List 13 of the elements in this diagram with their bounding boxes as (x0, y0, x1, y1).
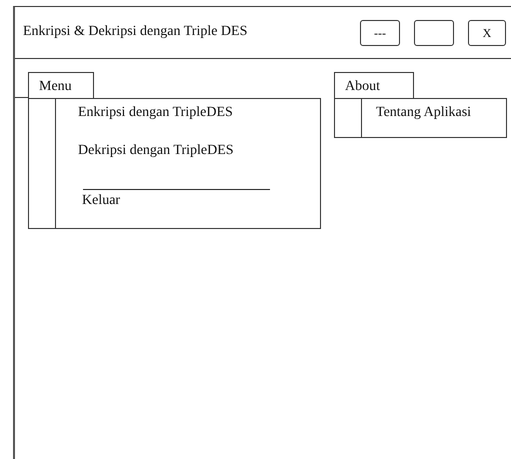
maximize-button (414, 20, 454, 46)
menu-item: Tentang Aplikasi (376, 105, 472, 121)
close-button: X (468, 20, 506, 46)
application-window (13, 6, 511, 459)
minimize-button: --- (360, 20, 400, 46)
menu-item: Dekripsi dengan TripleDES (78, 143, 234, 159)
menu-item: Keluar (82, 193, 120, 209)
menu-item: Enkripsi dengan TripleDES (78, 105, 233, 121)
dropdown-menu (334, 98, 507, 138)
window-title: Enkripsi & Dekripsi dengan Triple DES (23, 24, 248, 40)
menu-tab: About (334, 72, 414, 99)
dropdown-menu (28, 98, 321, 229)
menu-tab: Menu (28, 72, 94, 99)
